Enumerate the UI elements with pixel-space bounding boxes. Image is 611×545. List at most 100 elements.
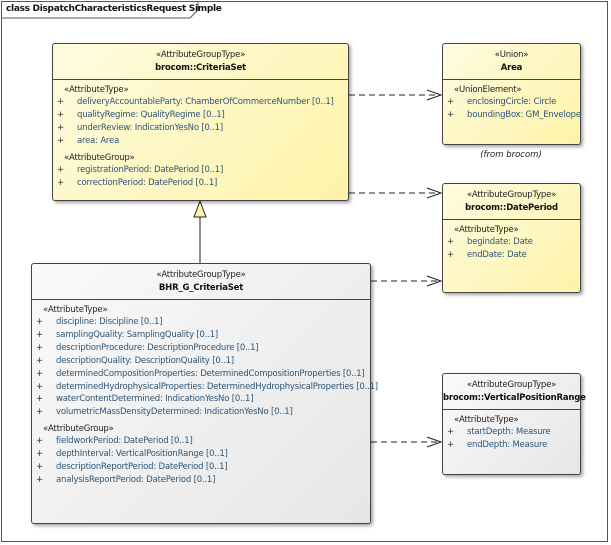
public-visibility-icon: + bbox=[57, 177, 64, 188]
public-visibility-icon: + bbox=[447, 109, 454, 120]
public-visibility-icon: + bbox=[57, 164, 64, 175]
attribute-row[interactable]: + analysisReportPeriod: DatePeriod [0..1] bbox=[32, 474, 370, 487]
stereotype-label: «AttributeGroupType» bbox=[155, 50, 246, 60]
public-visibility-icon: + bbox=[36, 449, 43, 460]
stereotype-label: «AttributeGroupType» bbox=[466, 190, 557, 200]
attribute-text: deliveryAccountableParty: ChamberOfComme… bbox=[77, 97, 334, 107]
package-note: (from brocom) bbox=[480, 150, 542, 160]
attribute-text: analysisReportPeriod: DatePeriod [0..1] bbox=[56, 474, 216, 485]
public-visibility-icon: + bbox=[447, 439, 454, 450]
attribute-text: startDepth: Measure bbox=[467, 427, 551, 437]
public-visibility-icon: + bbox=[447, 97, 454, 107]
attribute-section: «AttributeGroup»+registrationPeriod: Dat… bbox=[53, 148, 348, 190]
attribute-text: area: Area bbox=[77, 135, 120, 146]
attribute-row[interactable]: + samplingQuality: SamplingQuality [0..1] bbox=[32, 329, 370, 342]
section-stereotype: «UnionElement» bbox=[454, 85, 522, 95]
attribute-text: correctionPeriod: DatePeriod [0..1] bbox=[77, 177, 218, 188]
arrowhead-icon bbox=[426, 187, 443, 199]
attribute-text: depthInterval: VerticalPositionRange [0.… bbox=[56, 449, 228, 460]
class-criteriaset[interactable]: «AttributeGroupType»brocom::CriteriaSet«… bbox=[52, 43, 349, 201]
public-visibility-icon: + bbox=[57, 122, 64, 133]
class-name: brocom::DatePeriod bbox=[465, 203, 558, 213]
public-visibility-icon: + bbox=[36, 329, 43, 340]
class-area[interactable]: «Union»Area«UnionElement»+enclosingCircl… bbox=[442, 43, 581, 145]
class-bhr-criteriaset[interactable]: «AttributeGroupType»BHR_G_CriteriaSet«At… bbox=[31, 263, 378, 524]
public-visibility-icon: + bbox=[36, 355, 43, 366]
class-vertical-position-range[interactable]: «AttributeGroupType»brocom::VerticalPosi… bbox=[442, 373, 586, 475]
attribute-text: qualityRegime: QualityRegime [0..1] bbox=[77, 109, 225, 120]
class-dateperiod[interactable]: «AttributeGroupType»brocom::DatePeriod«A… bbox=[442, 183, 581, 293]
attribute-section: «AttributeType»+begindate: Date+endDate:… bbox=[443, 220, 580, 262]
stereotype-label: «Union» bbox=[494, 50, 529, 60]
section-stereotype: «AttributeType» bbox=[454, 415, 519, 425]
attribute-row[interactable]: + discipline: Discipline [0..1] bbox=[32, 316, 370, 329]
attribute-row[interactable]: + volumetricMassDensityDetermined: Indica… bbox=[32, 406, 370, 419]
public-visibility-icon: + bbox=[447, 427, 454, 437]
attribute-text: discipline: Discipline [0..1] bbox=[56, 317, 163, 327]
attribute-text: begindate: Date bbox=[467, 237, 533, 247]
generalization-bhr-to-criteriaset[interactable] bbox=[193, 199, 207, 263]
attribute-row[interactable]: +endDepth: Measure bbox=[443, 439, 580, 452]
attribute-text: determinedCompositionProperties: Determi… bbox=[56, 368, 365, 379]
public-visibility-icon: + bbox=[36, 462, 43, 473]
attribute-text: determinedHydrophysicalProperties: Deter… bbox=[56, 381, 378, 392]
attribute-section: «AttributeType»+startDepth: Measure+endD… bbox=[443, 410, 580, 452]
attribute-row[interactable]: + correctionPeriod: DatePeriod [0..1] bbox=[53, 177, 348, 190]
public-visibility-icon: + bbox=[57, 97, 64, 107]
section-stereotype: «AttributeType» bbox=[64, 85, 129, 95]
public-visibility-icon: + bbox=[57, 135, 64, 146]
attribute-row[interactable]: + underReview: IndicationYesNo [0..1] bbox=[53, 122, 348, 135]
attribute-row[interactable]: + descriptionProcedure: DescriptionProced… bbox=[32, 342, 370, 355]
public-visibility-icon: + bbox=[36, 474, 43, 485]
public-visibility-icon: + bbox=[447, 237, 454, 247]
public-visibility-icon: + bbox=[36, 407, 43, 418]
attribute-row[interactable]: + enclosingCircle: Circle bbox=[443, 96, 580, 109]
attribute-section: «UnionElement»+enclosingCircle: Circle+b… bbox=[443, 80, 581, 122]
attribute-text: underReview: IndicationYesNo [0..1] bbox=[77, 122, 223, 133]
attribute-row[interactable]: + determinedCompositionProperties: Determ… bbox=[32, 368, 370, 381]
attribute-text: fieldworkPeriod: DatePeriod [0..1] bbox=[56, 436, 193, 447]
arrowhead-icon bbox=[426, 275, 443, 287]
attribute-row[interactable]: + waterContentDetermined: IndicationYesNo… bbox=[32, 393, 370, 406]
public-visibility-icon: + bbox=[36, 317, 43, 327]
public-visibility-icon: + bbox=[36, 368, 43, 379]
class-header: «Union» Area bbox=[443, 44, 580, 80]
public-visibility-icon: + bbox=[36, 381, 43, 392]
attribute-row[interactable]: + determinedHydrophysicalProperties: Dete… bbox=[32, 381, 378, 394]
attribute-text: boundingBox: GM_Envelope bbox=[467, 109, 581, 120]
attribute-row[interactable]: + deliveryAccountableParty: ChamberOfComm… bbox=[53, 96, 348, 109]
attribute-text: enclosingCircle: Circle bbox=[467, 97, 557, 107]
attribute-row[interactable]: + area: Area bbox=[53, 135, 348, 148]
attribute-section: «AttributeType»+deliveryAccountableParty… bbox=[53, 80, 348, 148]
attribute-row[interactable]: + begindate: Date bbox=[443, 236, 580, 249]
attribute-row[interactable]: +endDate: Date bbox=[443, 249, 580, 262]
attribute-row[interactable]: + boundingBox: GM_Envelope bbox=[443, 109, 581, 122]
public-visibility-icon: + bbox=[36, 394, 43, 405]
public-visibility-icon: + bbox=[36, 342, 43, 353]
attribute-row[interactable]: +descriptionQuality: DescriptionQuality … bbox=[32, 355, 370, 368]
section-stereotype: «AttributeType» bbox=[43, 305, 108, 315]
attribute-row[interactable]: +registrationPeriod: DatePeriod [0..1] bbox=[53, 164, 348, 177]
attribute-section: «AttributeGroup»+fieldworkPeriod: DatePe… bbox=[32, 419, 370, 487]
attribute-row[interactable]: + depthInterval: VerticalPositionRange [0… bbox=[32, 448, 370, 461]
attribute-text: volumetricMassDensityDetermined: Indicat… bbox=[56, 407, 293, 418]
attribute-text: descriptionProcedure: DescriptionProcedu… bbox=[56, 342, 259, 353]
attribute-row[interactable]: + qualityRegime: QualityRegime [0..1] bbox=[53, 109, 348, 122]
class-name: Area bbox=[500, 63, 523, 73]
attribute-text: waterContentDetermined: IndicationYesNo … bbox=[56, 394, 254, 405]
arrowhead-icon bbox=[426, 436, 443, 448]
public-visibility-icon: + bbox=[57, 109, 64, 120]
attribute-row[interactable]: +descriptionReportPeriod: DatePeriod [0.… bbox=[32, 461, 370, 474]
attribute-row[interactable]: + startDepth: Measure bbox=[443, 426, 580, 439]
frame-title-tab bbox=[1, 1, 199, 19]
attribute-text: endDate: Date bbox=[467, 249, 527, 260]
attribute-section: «AttributeType»+discipline: Discipline [… bbox=[32, 300, 378, 419]
arrowhead-icon bbox=[426, 89, 443, 101]
attribute-row[interactable]: + fieldworkPeriod: DatePeriod [0..1] bbox=[32, 435, 370, 448]
attribute-text: samplingQuality: SamplingQuality [0..1] bbox=[56, 329, 219, 340]
stereotype-label: «AttributeGroupType» bbox=[156, 270, 246, 280]
public-visibility-icon: + bbox=[36, 436, 43, 447]
